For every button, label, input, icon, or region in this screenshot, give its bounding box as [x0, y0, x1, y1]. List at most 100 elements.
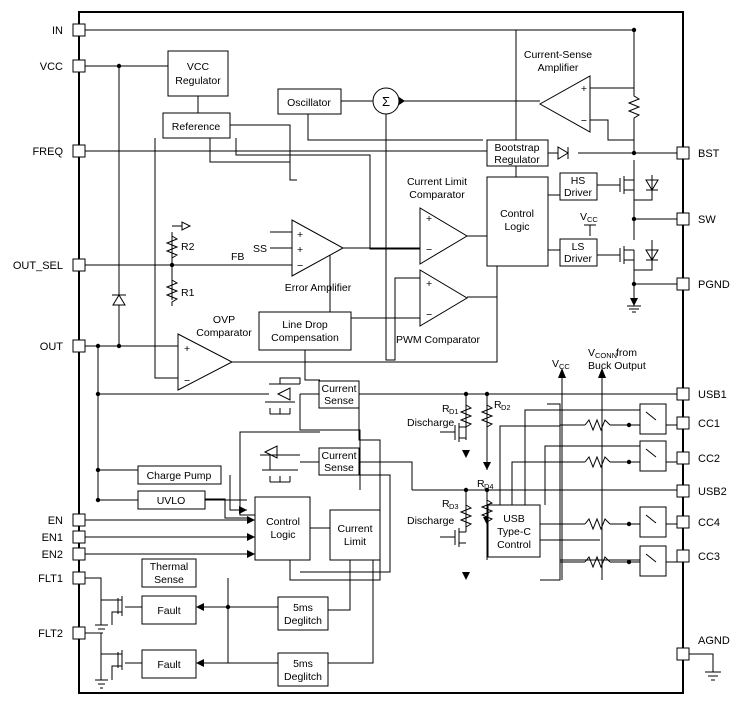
error-amplifier: + + − Error Amplifier SS FB — [231, 219, 352, 294]
vcc-bottom-sub: CC — [559, 362, 570, 371]
cc-switches — [584, 403, 667, 577]
ss-label: SS — [253, 243, 267, 255]
vcc-regulator-line1: VCC — [187, 61, 210, 73]
clc-label-line2: Comparator — [409, 189, 465, 201]
pin-cc3[interactable]: CC3 — [676, 549, 720, 563]
ground-agnd-icon — [705, 671, 721, 681]
pin-cc1[interactable]: CC1 — [676, 416, 720, 430]
pwm-comparator: + − PWM Comparator — [396, 269, 481, 346]
arrows — [196, 97, 638, 667]
thermal-sense-line1: Thermal — [150, 561, 189, 573]
pin-pgnd[interactable]: PGND — [676, 277, 730, 291]
usb-typec-line2: Type-C — [497, 526, 531, 538]
pin-out-sel[interactable]: OUT_SEL — [13, 258, 86, 272]
reference-label: Reference — [172, 121, 221, 133]
pin-usb2-label: USB2 — [698, 486, 727, 498]
pin-freq[interactable]: FREQ — [32, 144, 86, 158]
pin-in[interactable]: IN — [52, 23, 86, 37]
current-sense-2-line1: Current — [321, 450, 356, 462]
pin-flt2[interactable]: FLT2 — [38, 626, 86, 640]
pin-cc2-label: CC2 — [698, 453, 720, 465]
charge-pump-block: Charge Pump — [137, 465, 222, 485]
pin-agnd-label: AGND — [698, 635, 730, 647]
pin-en1[interactable]: EN1 — [42, 530, 86, 544]
vconn-from: from — [616, 347, 637, 359]
deglitch-2-line1: 5ms — [293, 658, 313, 670]
current-limit-line2: Limit — [344, 536, 366, 548]
vcc-ls-label: V CC — [580, 211, 598, 226]
pin-sw-label: SW — [698, 214, 716, 226]
discharge-2: R D3 R D4 Discharge — [407, 478, 494, 547]
discharge-2-label: Discharge — [407, 515, 454, 527]
pwm-minus: − — [426, 309, 432, 321]
ea-plus-1: + — [297, 229, 303, 241]
usb1-power-switch — [265, 377, 301, 415]
ground-pgnd-icon — [627, 305, 641, 313]
ls-driver-line2: Driver — [564, 253, 593, 265]
ea-plus-2: + — [297, 244, 303, 256]
line-drop-line2: Compensation — [271, 332, 339, 344]
hs-driver-block: HS Driver — [559, 172, 598, 201]
line-drop-line1: Line Drop — [282, 319, 328, 331]
current-limit-block: Current Limit — [329, 509, 381, 561]
rd2-label: R — [494, 399, 502, 411]
rd4-label: R — [477, 478, 485, 490]
vcc-regulator-line2: Regulator — [175, 75, 221, 87]
ls-driver-block: LS Driver — [559, 238, 598, 267]
deglitch-1-line1: 5ms — [293, 602, 313, 614]
sigma-summer: Σ — [372, 87, 400, 115]
ovp-label-line1: OVP — [213, 314, 235, 326]
pin-usb2[interactable]: USB2 — [676, 484, 727, 498]
ovp-label-line2: Comparator — [196, 327, 252, 339]
current-sense-1-line2: Sense — [324, 395, 354, 407]
fault-2-block: Fault — [141, 649, 197, 679]
pin-bst-label: BST — [698, 148, 720, 160]
pin-vcc-label: VCC — [40, 61, 63, 73]
fault-1-label: Fault — [157, 605, 180, 617]
pin-out-sel-label: OUT_SEL — [13, 260, 63, 272]
r2-label: R2 — [181, 241, 195, 253]
bootstrap-regulator-block: Bootstrap Regulator — [486, 139, 549, 167]
pin-usb1-label: USB1 — [698, 389, 727, 401]
sense-resistor — [627, 90, 641, 125]
sigma-label: Σ — [382, 94, 390, 109]
ovp-comparator: + − OVP Comparator — [177, 314, 252, 391]
current-sense-amplifier: + − Current-Sense Amplifier — [524, 49, 592, 133]
pwm-plus: + — [426, 278, 432, 290]
pin-usb1[interactable]: USB1 — [676, 387, 727, 401]
hs-driver-line1: HS — [571, 175, 586, 187]
fault-1-block: Fault — [141, 595, 197, 625]
vcc-bottom-label: V CC — [552, 358, 570, 371]
csa-label-line1: Current-Sense — [524, 49, 592, 61]
vcc-ls-v: V — [580, 211, 587, 223]
pin-flt1[interactable]: FLT1 — [38, 571, 86, 585]
zener-diode-icon — [112, 294, 126, 306]
csa-minus: − — [581, 115, 587, 127]
rd2-sub: D2 — [501, 403, 511, 412]
resistor-r2: R2 — [165, 232, 195, 262]
usb-typec-line1: USB — [503, 513, 525, 525]
bootstrap-diode-icon — [557, 146, 569, 160]
oscillator-block: Oscillator — [277, 88, 342, 115]
rd3-label: R — [442, 498, 450, 510]
pin-vcc[interactable]: VCC — [40, 59, 86, 73]
buck-output-label: Buck Output — [588, 360, 646, 372]
discharge-1-label: Discharge — [407, 417, 454, 429]
pin-out[interactable]: OUT — [40, 339, 86, 353]
pin-flt2-label: FLT2 — [38, 628, 63, 640]
pin-bst[interactable]: BST — [676, 146, 720, 160]
control-logic-top-line1: Control — [500, 208, 534, 220]
pin-en[interactable]: EN — [48, 513, 86, 527]
rd1-sub: D1 — [449, 407, 459, 416]
pin-sw[interactable]: SW — [676, 212, 716, 226]
bootstrap-line2: Regulator — [494, 154, 540, 166]
pin-agnd[interactable]: AGND — [676, 635, 730, 661]
pin-en2[interactable]: EN2 — [42, 547, 86, 561]
pin-pgnd-label: PGND — [698, 279, 730, 291]
current-sense-1-line1: Current — [321, 383, 356, 395]
pin-cc2[interactable]: CC2 — [676, 451, 720, 465]
pin-cc4[interactable]: CC4 — [676, 515, 720, 529]
usb2-power-switch — [260, 445, 300, 483]
clc-label-line1: Current Limit — [407, 176, 467, 188]
